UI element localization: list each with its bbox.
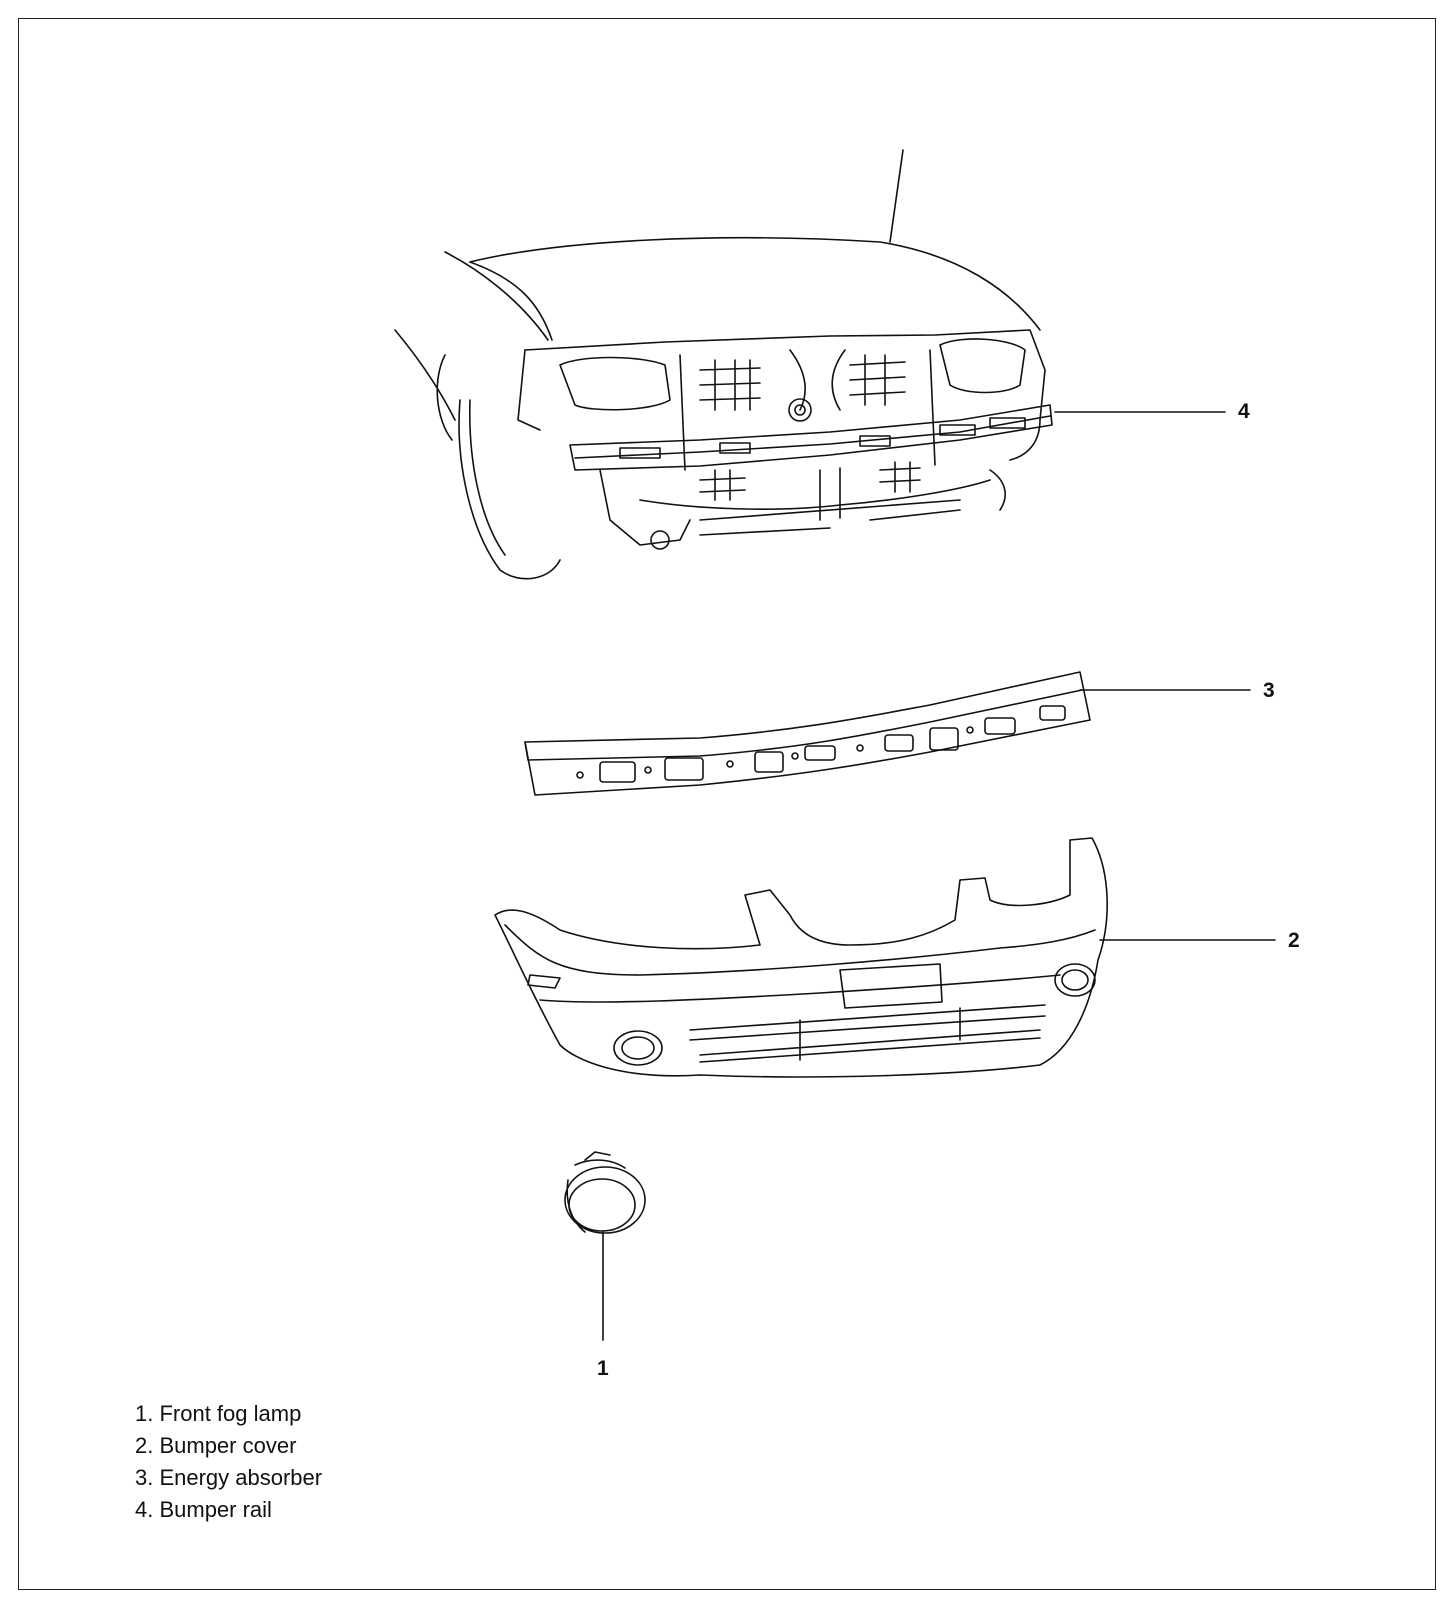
diagram-frame xyxy=(18,18,1436,1590)
callout-2: 2 xyxy=(1288,929,1300,952)
callout-4: 4 xyxy=(1238,400,1250,423)
energy-absorber xyxy=(524,671,1091,796)
legend-item: 3. Energy absorber xyxy=(135,1465,323,1490)
legend-item: 1. Front fog lamp xyxy=(135,1401,302,1426)
parts-legend: 1. Front fog lamp 2. Bumper cover 3. Ene… xyxy=(135,1398,322,1526)
front-fog-lamp xyxy=(564,1151,646,1234)
callout-3: 3 xyxy=(1263,679,1275,702)
callout-1: 1 xyxy=(597,1357,609,1380)
bumper-cover xyxy=(494,837,1108,1078)
legend-item: 4. Bumper rail xyxy=(135,1497,272,1522)
legend-item: 2. Bumper cover xyxy=(135,1433,297,1458)
vehicle-front-structure xyxy=(394,149,1053,580)
